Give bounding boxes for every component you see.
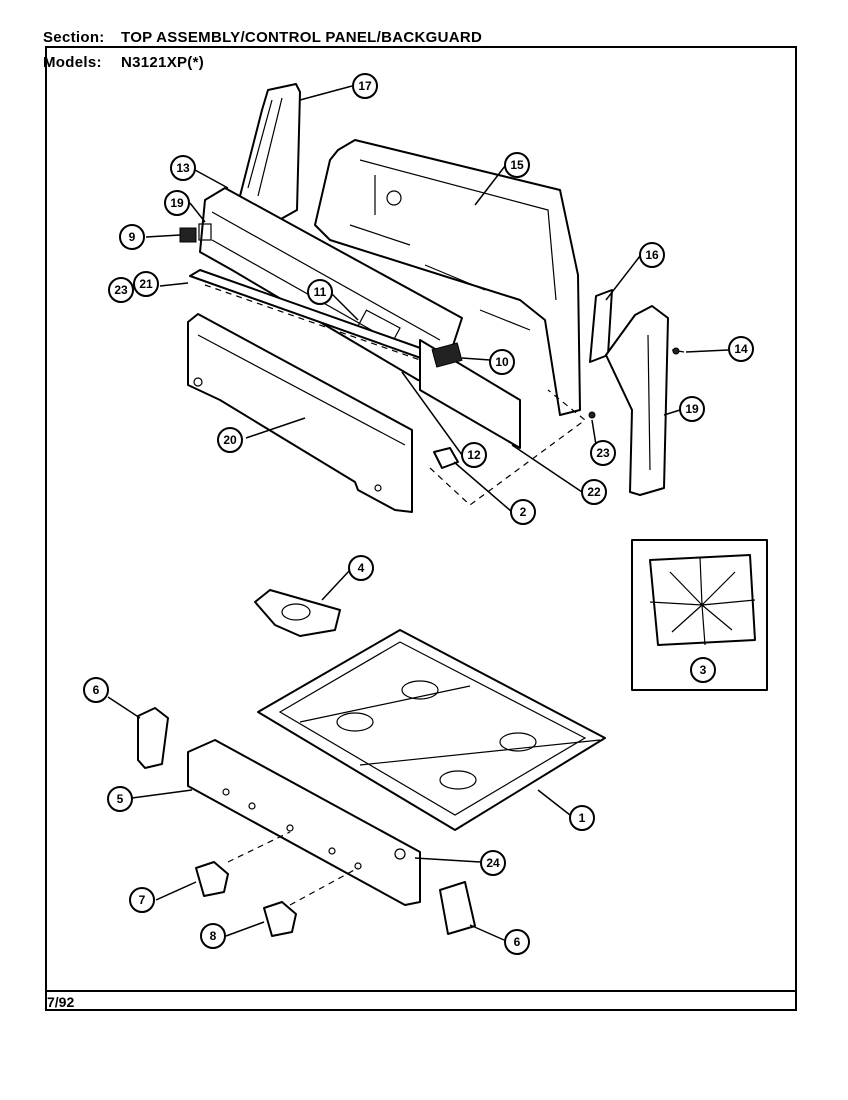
callout-13: 13 (170, 155, 196, 181)
callout-20: 20 (217, 427, 243, 453)
part-2-connector (433, 447, 459, 469)
callout-7: 7 (129, 887, 155, 913)
part-3-grate (649, 554, 756, 646)
models-header: Models: N3121XP(*) (43, 54, 204, 71)
part-1-cooktop (257, 629, 606, 831)
callout-6-lower: 6 (504, 929, 530, 955)
callout-19-lower: 19 (679, 396, 705, 422)
svg-text:3: 3 (700, 663, 707, 677)
svg-text:5: 5 (117, 792, 124, 806)
callout-4: 4 (348, 555, 374, 581)
part-20-lower-panel (187, 313, 413, 513)
svg-text:19: 19 (170, 196, 184, 210)
svg-text:11: 11 (314, 285, 327, 299)
callout-14: 14 (728, 336, 754, 362)
callout-10: 10 (489, 349, 515, 375)
part-22-rear-strip (419, 339, 521, 449)
callout-16: 16 (639, 242, 665, 268)
part-6-panel-cover (439, 881, 476, 935)
callout-15: 15 (504, 152, 530, 178)
svg-text:15: 15 (510, 158, 524, 172)
svg-text:23: 23 (114, 283, 128, 297)
callout-1: 1 (569, 805, 595, 831)
callout-6-upper: 6 (83, 677, 109, 703)
callout-9: 9 (119, 224, 145, 250)
callout-21: 21 (133, 271, 159, 297)
svg-text:8: 8 (210, 929, 217, 943)
part-17-end-trim (239, 83, 301, 225)
diagram-frame (45, 46, 797, 1011)
part-9-switch (179, 227, 197, 243)
models-value: N3121XP(*) (121, 54, 205, 71)
svg-text:21: 21 (139, 277, 153, 291)
svg-text:20: 20 (223, 433, 237, 447)
callout-22: 22 (581, 479, 607, 505)
callout-19-upper: 19 (164, 190, 190, 216)
part-15-backguard-frame (314, 139, 581, 416)
models-label: Models: (43, 54, 102, 71)
svg-text:13: 13 (176, 161, 190, 175)
svg-text:9: 9 (129, 230, 136, 244)
svg-text:10: 10 (495, 355, 509, 369)
part-10-bracket (431, 342, 463, 368)
callout-2: 2 (510, 499, 536, 525)
svg-text:2: 2 (520, 505, 527, 519)
part-6-side-cap (137, 707, 169, 769)
callout-12: 12 (461, 442, 487, 468)
part-8-knob (263, 901, 297, 937)
part-7-knob (195, 861, 229, 897)
callout-8: 8 (200, 923, 226, 949)
part-23-screw (588, 411, 596, 419)
svg-text:24: 24 (486, 856, 500, 870)
svg-text:22: 22 (587, 485, 601, 499)
svg-text:12: 12 (467, 448, 481, 462)
part-19-lamp (198, 223, 212, 241)
callout-23-upper: 23 (108, 277, 134, 303)
callout-24: 24 (480, 850, 506, 876)
svg-text:23: 23 (596, 446, 610, 460)
part-4-burner-pad (254, 589, 341, 637)
svg-text:17: 17 (358, 79, 372, 93)
callout-3: 3 (690, 657, 716, 683)
svg-text:6: 6 (514, 935, 521, 949)
part-19-end-cap (605, 305, 669, 496)
footer-divider (45, 990, 797, 992)
callout-11: 11 (307, 279, 333, 305)
revision-date: 7/92 (47, 994, 75, 1010)
callout-5: 5 (107, 786, 133, 812)
callout-17: 17 (352, 73, 378, 99)
section-label: Section: (43, 29, 105, 46)
svg-text:19: 19 (685, 402, 699, 416)
svg-text:14: 14 (734, 342, 748, 356)
svg-text:4: 4 (358, 561, 365, 575)
callouts: 17 15 13 19 9 16 23 21 11 10 14 19 20 12… (83, 73, 754, 955)
svg-text:6: 6 (93, 683, 100, 697)
section-title: TOP ASSEMBLY/CONTROL PANEL/BACKGUARD (121, 29, 483, 46)
leader-lines (107, 85, 729, 941)
svg-text:7: 7 (139, 893, 146, 907)
svg-text:16: 16 (645, 248, 659, 262)
part-5-manifold-panel (187, 739, 421, 906)
svg-text:1: 1 (579, 811, 586, 825)
callout-23-lower: 23 (590, 440, 616, 466)
section-header: Section: TOP ASSEMBLY/CONTROL PANEL/BACKG… (43, 29, 482, 46)
